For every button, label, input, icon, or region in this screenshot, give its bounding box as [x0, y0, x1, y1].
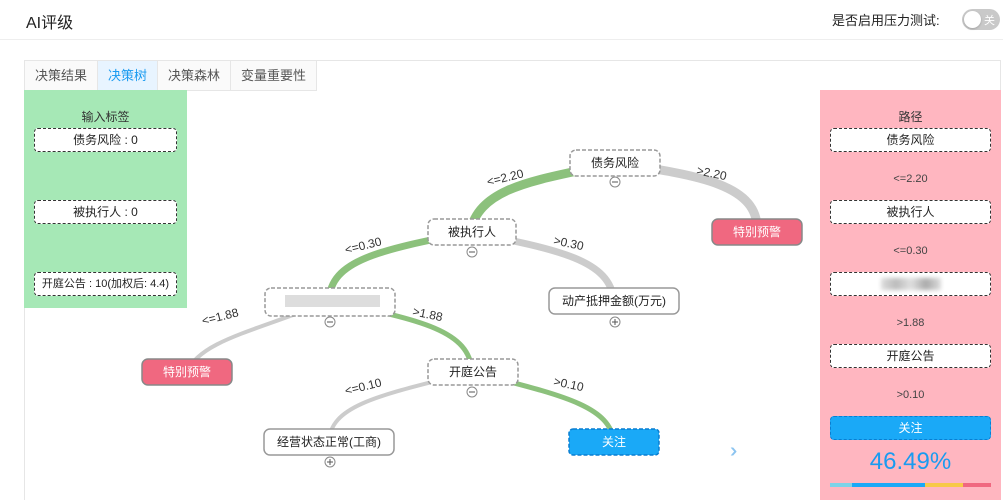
path-cond-4: >0.10	[896, 389, 925, 401]
edge-label-n2-right: >1.88	[411, 304, 444, 324]
page-title: AI评级	[26, 15, 74, 32]
expand-icon[interactable]	[324, 456, 336, 468]
tree-node-n2[interactable]	[264, 287, 396, 317]
collapse-icon[interactable]	[466, 386, 478, 398]
probability-segment	[830, 483, 852, 487]
probability-bar	[830, 483, 991, 487]
node-n4-label: 开庭公告	[449, 364, 497, 379]
stress-test-label: 是否启用压力测试:	[832, 13, 940, 28]
tab-decision-result[interactable]: 决策结果	[25, 61, 99, 91]
app-header: AI评级 是否启用压力测试: 关	[0, 0, 1003, 40]
path-cond-1: <=2.20	[893, 173, 928, 185]
probability-segment	[963, 483, 991, 487]
expand-icon[interactable]	[609, 316, 621, 328]
path-panel: 路径 债务风险 <=2.20 被执行人 <=0.30 >1.88 开庭公告 >0…	[820, 90, 1001, 500]
input-tag-debt-risk: 债务风险 : 0	[34, 128, 177, 152]
tree-node-n1[interactable]: 被执行人	[427, 218, 517, 246]
toggle-state-label: 关	[984, 15, 995, 27]
path-step-3	[830, 272, 991, 296]
node-root-label: 债务风险	[591, 155, 639, 170]
tab-variable-importance[interactable]: 变量重要性	[231, 61, 318, 91]
tree-leaf-warning-1[interactable]: 特别预警	[711, 218, 803, 246]
leaf2-label: 特别预警	[163, 364, 211, 379]
collapse-icon[interactable]	[609, 176, 621, 188]
redacted-label	[880, 278, 941, 290]
main-panel: 决策结果 决策树 决策森林 变量重要性	[24, 60, 1001, 500]
edge-label-n1-right: >0.30	[552, 233, 585, 253]
collapse-icon[interactable]	[324, 316, 336, 328]
path-title: 路径	[898, 110, 923, 124]
path-cond-2: <=0.30	[893, 245, 928, 257]
edge-label-n4-left: <=0.10	[343, 375, 383, 398]
tab-decision-tree[interactable]: 决策树	[98, 61, 159, 91]
redacted-label	[285, 295, 380, 307]
leaf3-label: 关注	[602, 434, 626, 449]
edge-label-root-right: >2.20	[695, 163, 728, 183]
path-result: 关注	[830, 416, 991, 440]
input-tag-court-notice: 开庭公告 : 10(加权后: 4.4)	[34, 272, 177, 296]
tab-decision-forest[interactable]: 决策森林	[158, 61, 232, 91]
path-step-4: 开庭公告	[830, 344, 991, 368]
probability-segment	[852, 483, 925, 487]
node-n3-label: 动产抵押金额(万元)	[562, 293, 666, 308]
path-step-2: 被执行人	[830, 200, 991, 224]
leaf1-label: 特别预警	[733, 224, 781, 239]
stress-test-toggle[interactable]: 关	[962, 9, 1000, 30]
tree-leaf-focus[interactable]: 关注	[568, 428, 660, 456]
tree-node-root[interactable]: 债务风险	[569, 149, 661, 177]
node-n1-label: 被执行人	[448, 225, 496, 239]
tree-node-n3[interactable]: 动产抵押金额(万元)	[548, 287, 680, 315]
double-chevron-right-icon[interactable]: ››	[730, 440, 739, 462]
input-tags-title: 输入标签	[81, 110, 130, 124]
result-percent: 46.49%	[869, 448, 952, 475]
edge-label-n2-left: <=1.88	[200, 305, 240, 328]
node-n5-label: 经营状态正常(工商)	[277, 434, 381, 449]
tree-node-n4[interactable]: 开庭公告	[427, 358, 519, 386]
probability-segment	[925, 483, 963, 487]
tree-node-n5[interactable]: 经营状态正常(工商)	[263, 428, 395, 456]
path-cond-3: >1.88	[896, 317, 925, 329]
input-tag-executed-person: 被执行人 : 0	[34, 200, 177, 224]
path-step-1: 债务风险	[830, 128, 991, 152]
edge-label-n4-right: >0.10	[552, 374, 585, 394]
collapse-icon[interactable]	[466, 246, 478, 258]
input-tags-panel: 输入标签 债务风险 : 0 被执行人 : 0 开庭公告 : 10(加权后: 4.…	[24, 90, 187, 308]
tree-leaf-warning-2[interactable]: 特别预警	[141, 358, 233, 386]
toggle-knob	[964, 11, 981, 28]
tab-bar: 决策结果 决策树 决策森林 变量重要性	[25, 61, 318, 91]
